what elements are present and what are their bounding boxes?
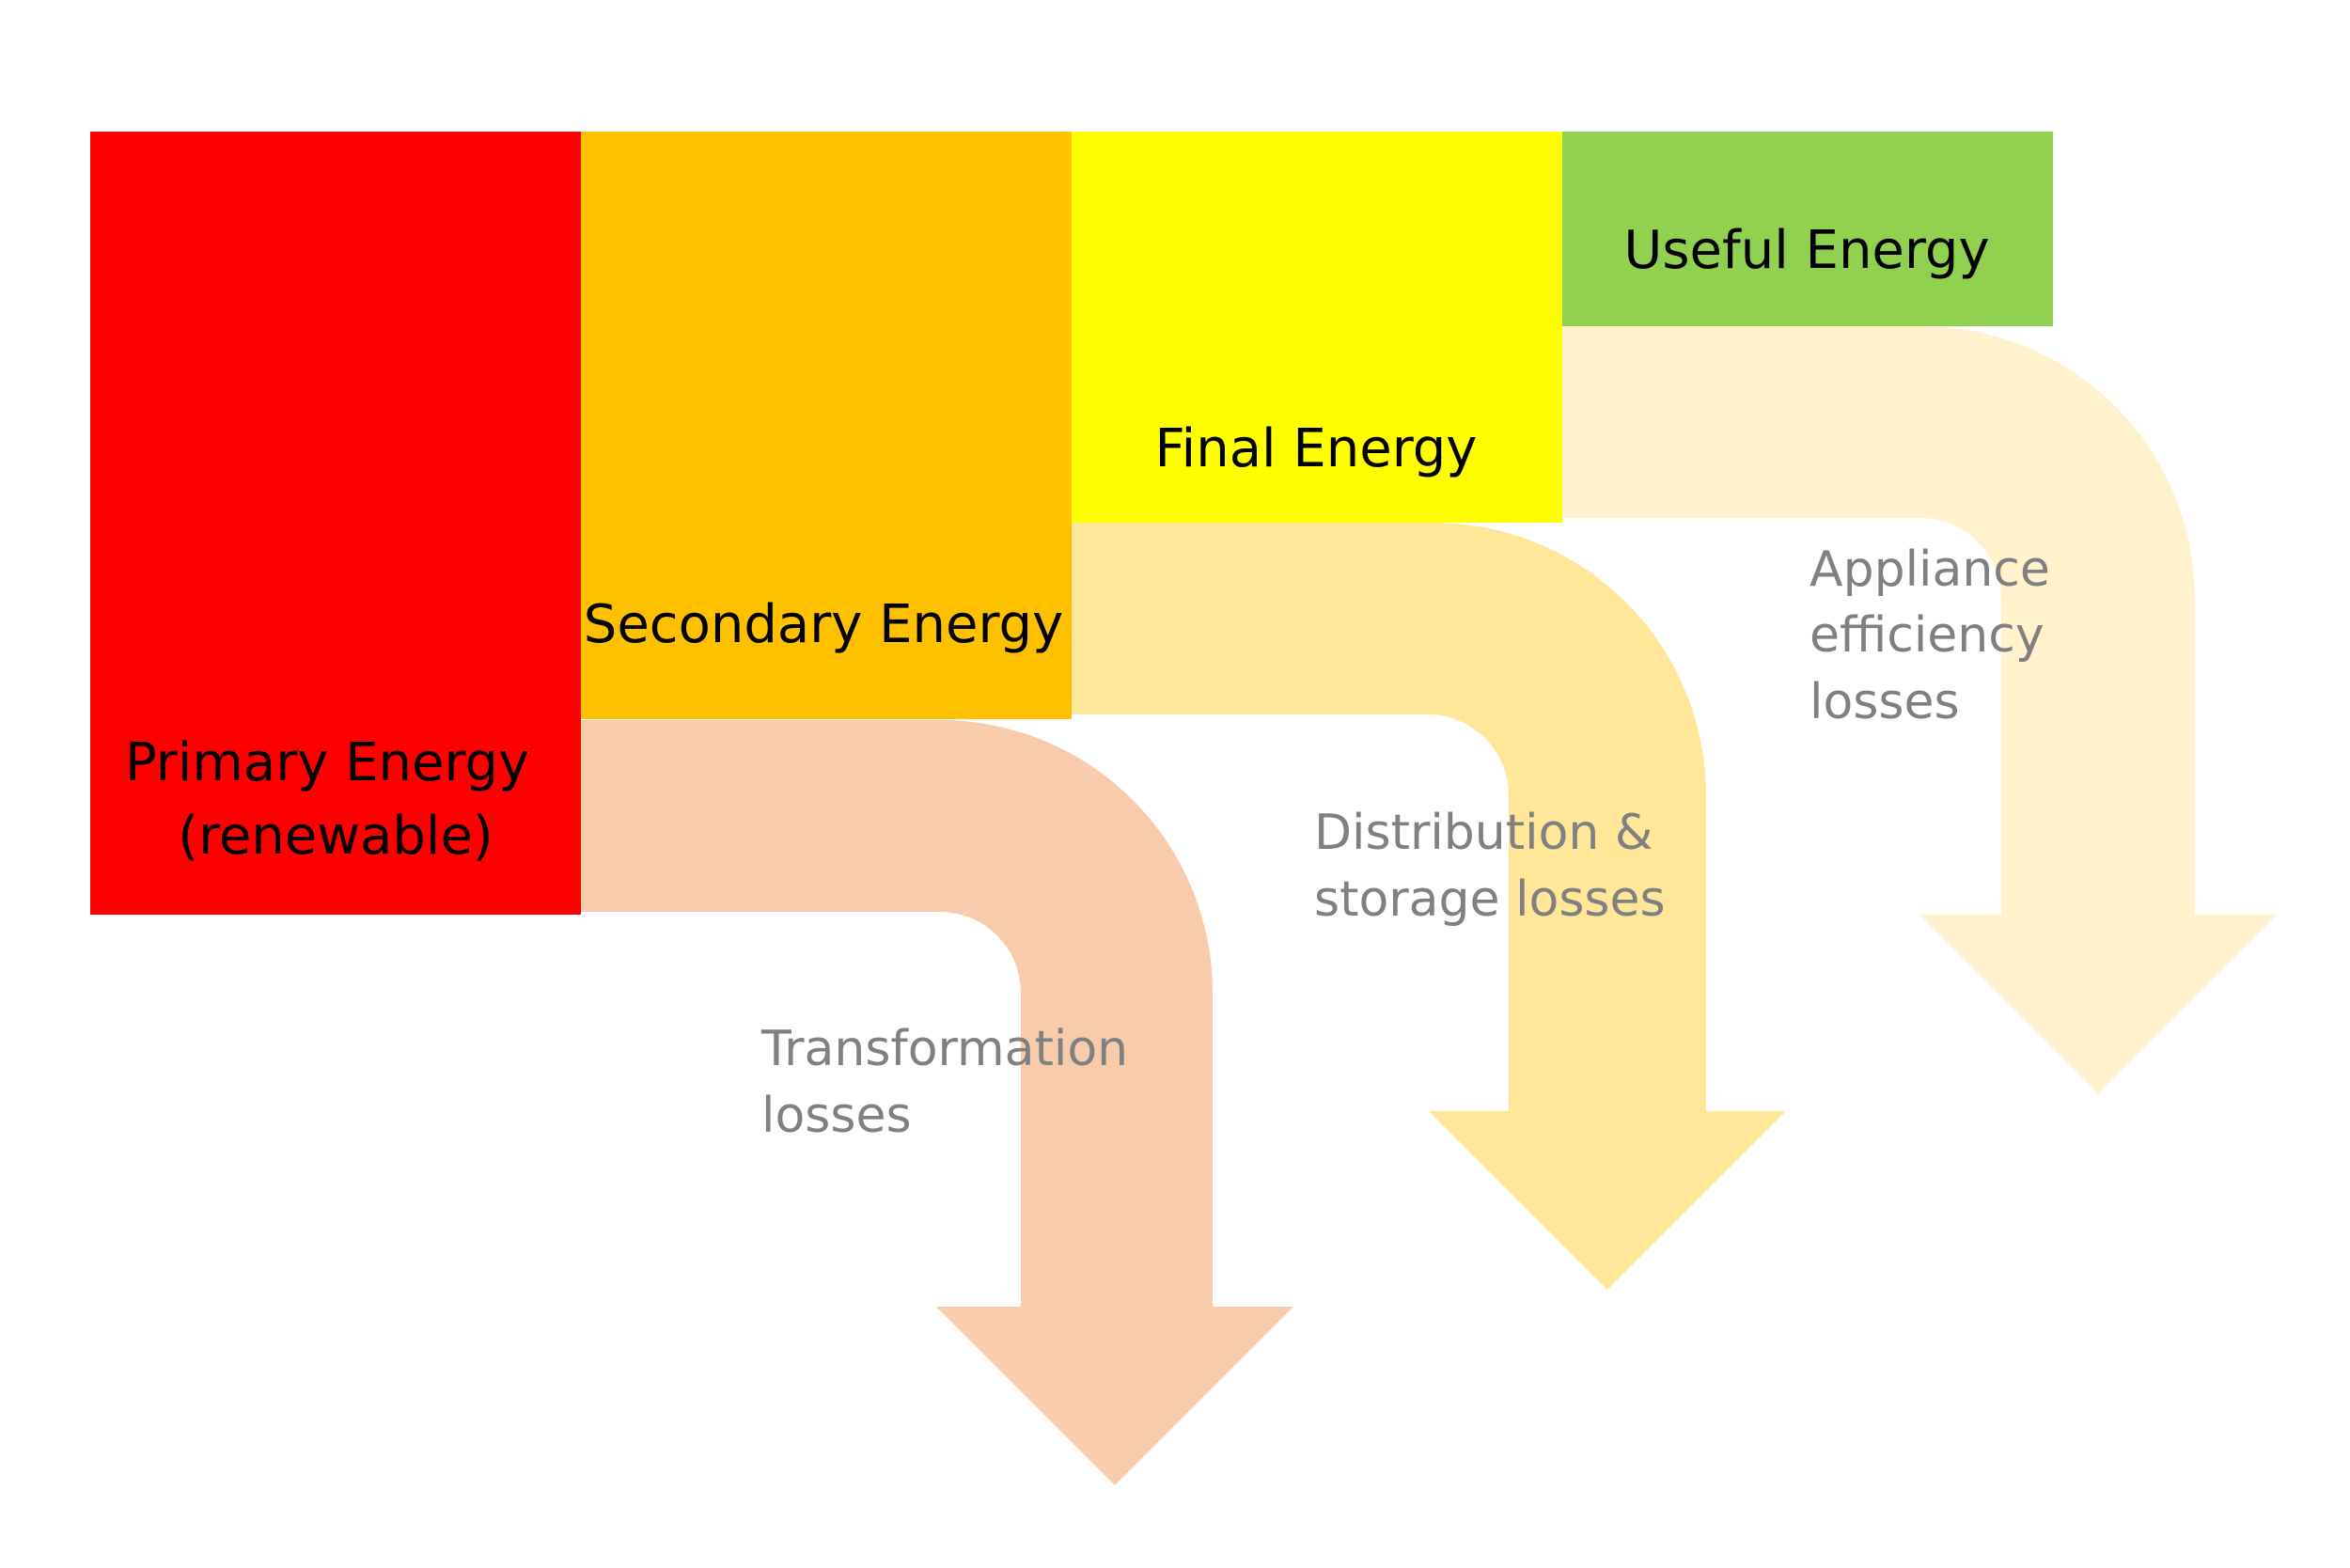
secondary-energy-box (581, 132, 1072, 719)
distribution-loss-label: Distribution & storage losses (1314, 805, 1668, 928)
appliance-loss-arrow (1556, 326, 2277, 1093)
useful-energy-box (1562, 132, 2053, 326)
transformation-loss-arrow (573, 720, 1293, 1485)
transformation-loss-label: Transformation losses (760, 1021, 1144, 1144)
primary-energy-label: Primary Energy (renewable) (125, 732, 546, 867)
final-energy-label: Final Energy (1155, 418, 1478, 479)
primary-energy-box (90, 132, 581, 915)
final-energy-box (1072, 132, 1562, 523)
distribution-loss-arrow (1062, 523, 1786, 1290)
appliance-loss-label: Appliance efficiency losses (1810, 541, 2065, 730)
useful-energy-label: Useful Energy (1623, 220, 1989, 281)
secondary-energy-label: Secondary Energy (584, 594, 1063, 655)
